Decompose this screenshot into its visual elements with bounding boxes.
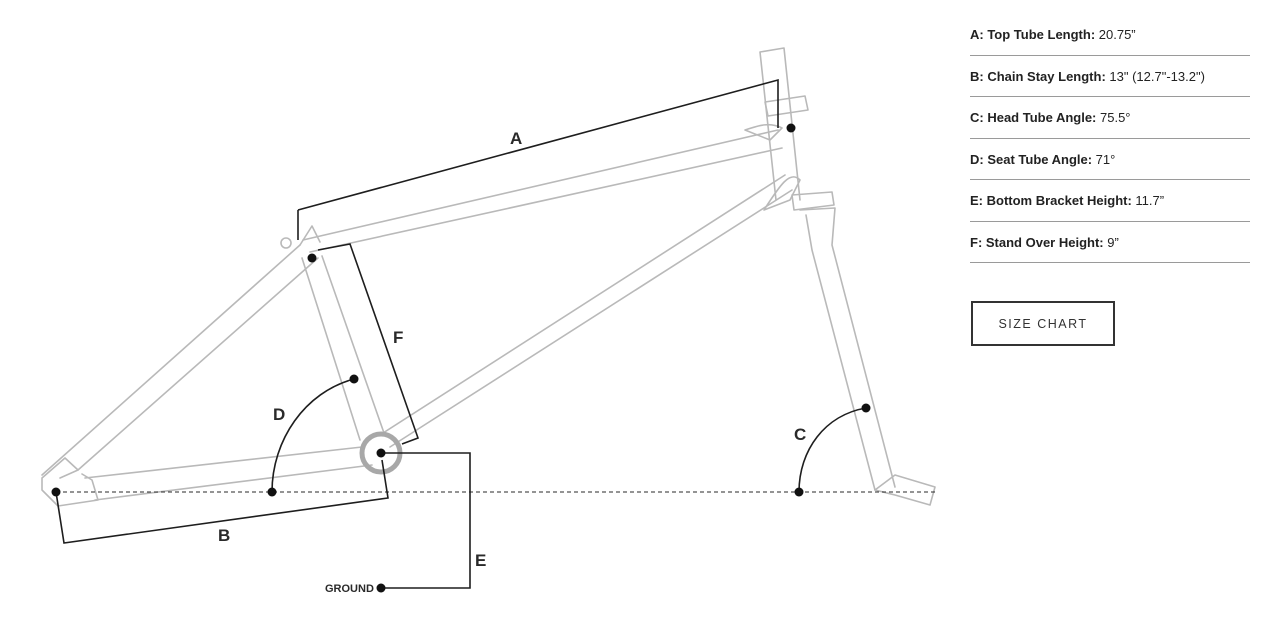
- bike-frame-geometry-diagram: A F D B E GROUND C: [41, 47, 938, 595]
- spec-row: E: Bottom Bracket Height: 11.7”: [970, 180, 1250, 222]
- spec-row: A: Top Tube Length: 20.75”: [970, 14, 1250, 56]
- rear-dropout: [41, 457, 99, 507]
- spec-label: B: Chain Stay Length:: [970, 68, 1106, 84]
- dimension-e-letter: E: [475, 551, 486, 570]
- dimension-c-letter: C: [794, 425, 806, 444]
- spec-label: A: Top Tube Length:: [970, 27, 1096, 42]
- seat-stay: [41, 244, 319, 476]
- fork-leg: [799, 207, 896, 491]
- down-tube-gusset: [763, 176, 801, 211]
- spec-label: D: Seat Tube Angle:: [970, 151, 1093, 167]
- dimension-b-line: [55, 459, 389, 544]
- geometry-spec-list: A: Top Tube Length: 20.75” B: Chain Stay…: [970, 14, 1250, 263]
- spec-row: D: Seat Tube Angle: 71°: [970, 139, 1250, 180]
- dimension-e-line: [381, 452, 471, 589]
- spec-row: B: Chain Stay Length: 13" (12.7"-13.2"): [970, 56, 1250, 97]
- spec-row: F: Stand Over Height: 9”: [970, 222, 1250, 263]
- spec-row: C: Head Tube Angle: 75.5°: [970, 97, 1250, 139]
- seat-tube-top-point: [307, 253, 317, 263]
- spec-value: 75.5°: [1096, 110, 1131, 125]
- rear-axle-point: [51, 487, 61, 497]
- head-tube-top-point: [786, 123, 796, 133]
- chain-stay: [84, 446, 373, 501]
- down-tube: [379, 174, 793, 448]
- ground-label: GROUND: [325, 583, 374, 595]
- spec-value: 71°: [1092, 151, 1116, 167]
- measurement-points: [51, 123, 871, 593]
- size-chart-button[interactable]: SIZE CHART: [971, 301, 1115, 346]
- seat-tube: [301, 255, 385, 441]
- spec-label: C: Head Tube Angle:: [970, 110, 1097, 125]
- dimension-f-line: [317, 243, 420, 445]
- spec-value: 9”: [1103, 234, 1119, 250]
- head-angle-base-point: [794, 487, 804, 497]
- dimension-f-letter: F: [393, 328, 403, 347]
- spec-label: F: Stand Over Height:: [970, 234, 1104, 250]
- fork-dropout: [874, 474, 936, 506]
- dimension-b-letter: B: [218, 526, 230, 545]
- spec-value: 13" (12.7"-13.2"): [1105, 68, 1205, 84]
- bike-frame-outline: [41, 47, 936, 507]
- top-tube-gusset: [744, 123, 783, 141]
- head-tube: [764, 95, 809, 117]
- spec-label: E: Bottom Bracket Height:: [970, 193, 1132, 208]
- spec-value: 11.7”: [1131, 193, 1165, 208]
- seat-angle-end-point: [349, 374, 359, 384]
- headset: [791, 191, 835, 211]
- top-tube: [302, 129, 783, 253]
- ground-point: [376, 583, 386, 593]
- steerer-tube: [759, 47, 801, 201]
- dimension-d-arc: [271, 378, 355, 493]
- bottom-bracket-point: [376, 448, 386, 458]
- dimension-a-letter: A: [510, 129, 522, 148]
- dimension-c-arc: [798, 407, 867, 493]
- dimension-d-letter: D: [273, 405, 285, 424]
- seat-clamp: [299, 225, 321, 246]
- spec-value: 20.75”: [1095, 27, 1136, 42]
- seat-angle-base-point: [267, 487, 277, 497]
- seat-clamp-bolt: [280, 237, 292, 249]
- dimension-a-line: [297, 78, 779, 240]
- head-angle-end-point: [861, 403, 871, 413]
